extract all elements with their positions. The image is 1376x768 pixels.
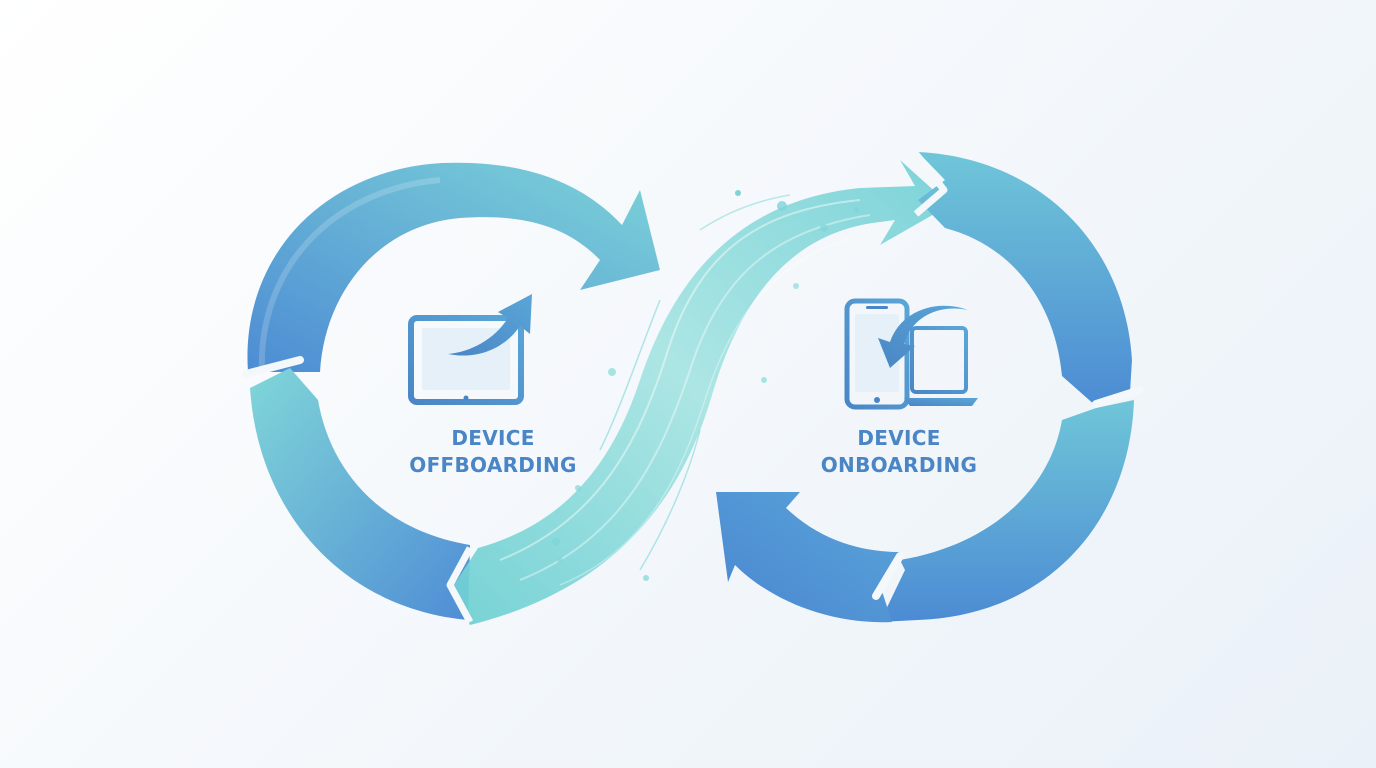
tablet-export-arrow-icon	[408, 294, 532, 405]
onboarding-cycle-arrow-upper	[918, 152, 1132, 406]
offboarding-label-line1: DEVICE	[451, 426, 535, 450]
offboarding-label-line2: OFFBOARDING	[409, 453, 577, 477]
onboarding-label-line2: ONBOARDING	[820, 453, 978, 477]
offboarding-label: DEVICE OFFBOARDING	[373, 425, 613, 479]
onboarding-label-line1: DEVICE	[857, 426, 941, 450]
phone-laptop-import-arrow-icon	[844, 298, 978, 410]
offboarding-cycle-arrow-upper	[247, 162, 661, 373]
connecting-flow-wave	[452, 160, 950, 625]
offboarding-cycle-arrow-lower	[250, 368, 470, 620]
onboarding-cycle-arrow-lower	[880, 400, 1134, 622]
onboarding-label: DEVICE ONBOARDING	[779, 425, 1019, 479]
onboarding-cycle-arrow-bottom	[716, 492, 900, 623]
